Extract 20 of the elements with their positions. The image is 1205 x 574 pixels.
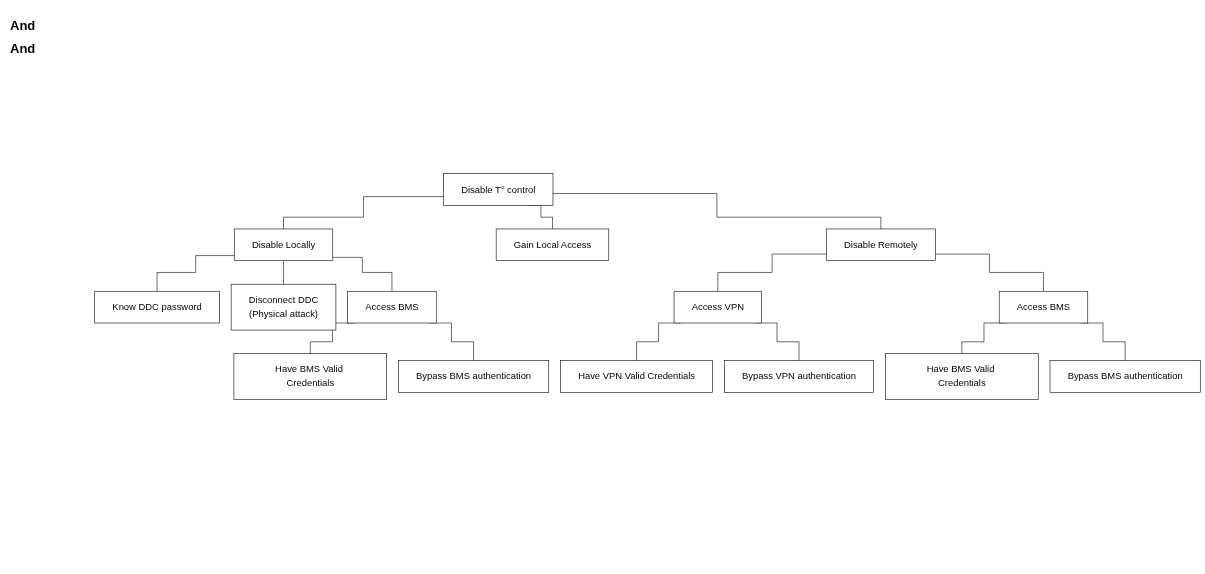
node-box: Bypass BMS authentication	[1049, 360, 1201, 394]
node-box: Disable Remotely	[826, 229, 936, 262]
node-box: Have BMS Valid Credentials	[233, 353, 387, 401]
node-box: Bypass VPN authentication	[724, 360, 874, 394]
node-box: Have BMS Valid Credentials	[885, 353, 1039, 401]
node-box: Disconnect DDC (Physical attack)	[230, 284, 337, 331]
node-box: Access BMS	[998, 291, 1089, 324]
note-label: And	[10, 18, 37, 33]
node-box: Bypass BMS authentication	[398, 360, 550, 394]
node-box: Disable T° control	[443, 173, 554, 207]
node-box: Gain Local Access	[495, 229, 610, 262]
node-box: Access VPN	[673, 291, 762, 324]
node-box: Disable Locally	[233, 229, 334, 262]
connector	[552, 193, 882, 230]
node-box: Know DDC password	[94, 291, 220, 324]
note-label: And	[10, 41, 37, 56]
node-box: Access BMS	[347, 291, 437, 324]
node-box: Have VPN Valid Credentials	[560, 360, 713, 394]
connector	[935, 254, 1044, 292]
connector	[283, 196, 444, 230]
